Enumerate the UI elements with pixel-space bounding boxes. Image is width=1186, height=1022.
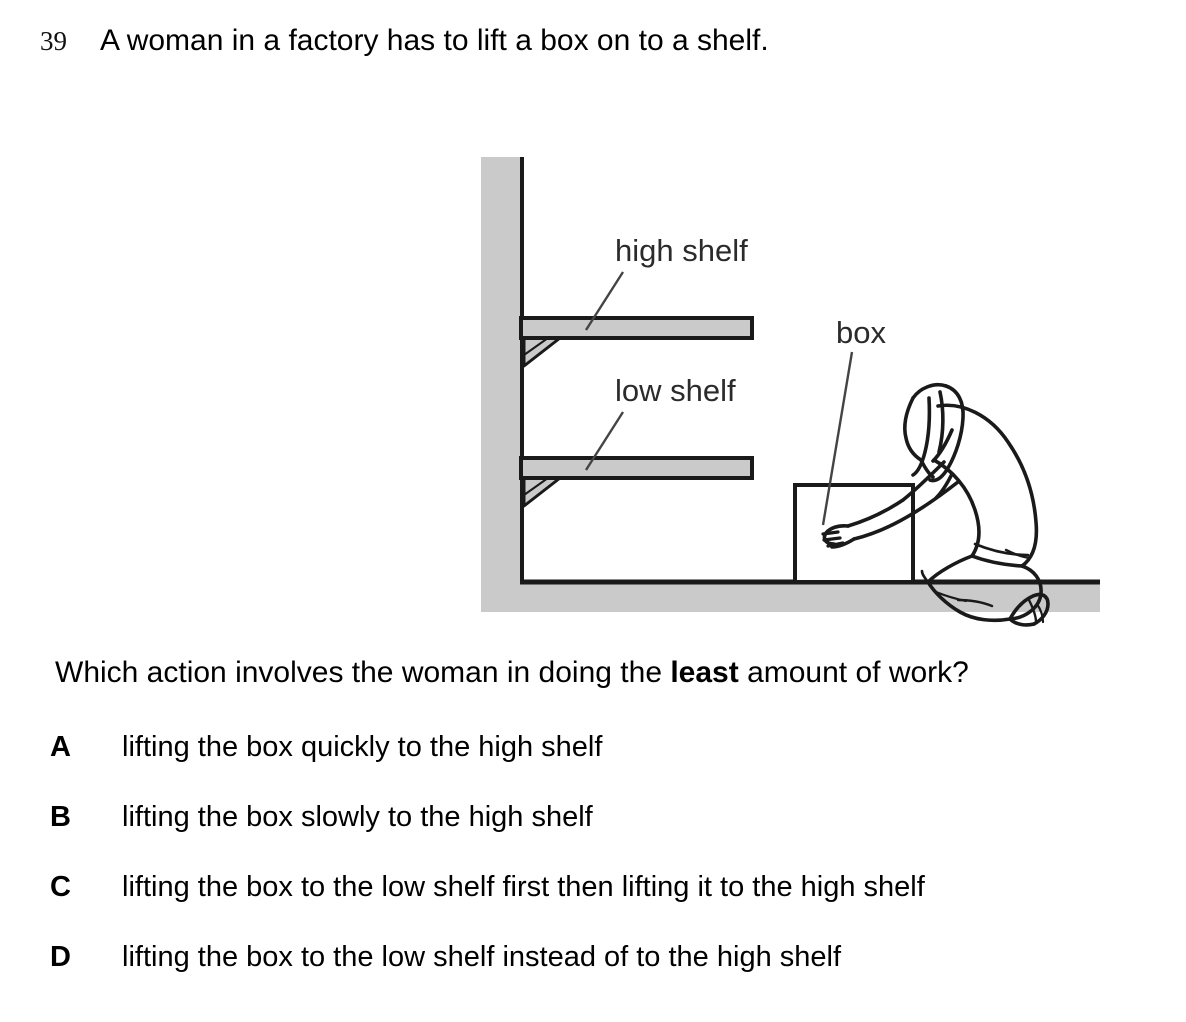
wall-shape: [481, 157, 521, 612]
option-a[interactable]: A lifting the box quickly to the high sh…: [50, 733, 1150, 803]
shelf-bracket-upper: [522, 336, 562, 368]
leadin-text-before: Which action involves the woman in doing…: [55, 656, 671, 689]
question-stem: 39 A woman in a factory has to lift a bo…: [40, 26, 769, 56]
leadin-emphasis: least: [670, 656, 739, 689]
low-shelf-shape: [519, 456, 754, 480]
leader-line-high-shelf: [584, 271, 625, 331]
label-box: box: [836, 315, 886, 350]
option-c-text: lifting the box to the low shelf first t…: [122, 871, 925, 903]
option-a-letter: A: [50, 731, 71, 763]
option-d-text: lifting the box to the low shelf instead…: [122, 941, 842, 973]
option-c[interactable]: C lifting the box to the low shelf first…: [50, 873, 1150, 943]
label-low-shelf: low shelf: [615, 373, 736, 408]
leader-line-box: [821, 351, 854, 526]
option-d-letter: D: [50, 941, 71, 973]
leadin-text-after: amount of work?: [738, 656, 969, 689]
leader-line-low-shelf: [584, 411, 625, 471]
box-shape: [793, 483, 915, 584]
option-d[interactable]: D lifting the box to the low shelf inste…: [50, 943, 1150, 1013]
option-a-text: lifting the box quickly to the high shel…: [122, 731, 603, 763]
question-stem-text: A woman in a factory has to lift a box o…: [100, 24, 769, 57]
answer-options-list: A lifting the box quickly to the high sh…: [50, 733, 1150, 1013]
floor-shape: [481, 582, 1100, 612]
figure-shelf-and-woman: high shelf low shelf box: [0, 130, 1186, 640]
option-b[interactable]: B lifting the box slowly to the high she…: [50, 803, 1150, 873]
high-shelf-shape: [519, 316, 754, 340]
option-c-letter: C: [50, 871, 71, 903]
question-number: 39: [40, 26, 67, 56]
label-high-shelf: high shelf: [615, 233, 748, 268]
shelf-bracket-lower: [522, 476, 562, 508]
question-leadin: Which action involves the woman in doing…: [55, 658, 969, 688]
option-b-text: lifting the box slowly to the high shelf: [122, 801, 593, 833]
option-b-letter: B: [50, 801, 71, 833]
woman-figure: [821, 382, 1050, 627]
